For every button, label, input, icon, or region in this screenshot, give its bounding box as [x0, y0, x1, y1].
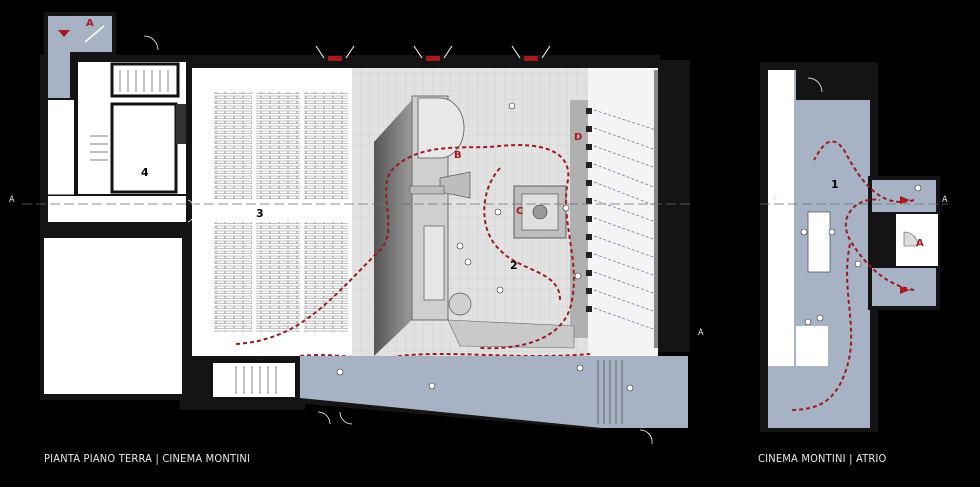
- entrance-red-marker: [58, 30, 70, 37]
- entrance-atrium-fill: [48, 16, 112, 52]
- seating-block-2: [256, 92, 300, 200]
- projection-light-cones: [593, 109, 657, 331]
- seating-block-4: [214, 222, 252, 332]
- room-label-2: 2: [510, 259, 518, 272]
- lower-corridor: [300, 356, 688, 428]
- atrium-plan: [760, 62, 948, 432]
- section-marker-a-right: A: [698, 328, 704, 338]
- ticket-counter: [807, 211, 831, 273]
- feature-label-b: B: [454, 150, 462, 161]
- atrium-section-marker-a-right: A: [942, 195, 948, 205]
- screen-wall: [654, 70, 658, 348]
- object-b-drum: [417, 97, 465, 159]
- seating-block-3: [304, 92, 348, 200]
- seating-block-1: [214, 92, 252, 200]
- atrium-caption: CINEMA MONTINI | ATRIO: [758, 452, 887, 465]
- stair-room-bottom: [211, 361, 297, 399]
- object-b-reel: [448, 292, 472, 316]
- atrium-section-marker-a-left: A: [772, 195, 778, 205]
- seating-block-5: [256, 222, 300, 332]
- feature-label-d: D: [574, 132, 583, 143]
- corridor-left: [48, 196, 186, 222]
- feature-label-c: C: [516, 206, 524, 217]
- main-plan: [22, 12, 692, 445]
- service-room-left: [48, 100, 74, 196]
- room-label-3: 3: [256, 207, 264, 220]
- section-marker-a-left: A: [9, 195, 15, 205]
- feature-label-a-atrium: A: [916, 238, 924, 249]
- top-exit-markers: [328, 56, 538, 61]
- room-label-4: 4: [141, 166, 149, 179]
- main-plan-caption: PIANTA PIANO TERRA | CINEMA MONTINI: [44, 452, 251, 465]
- left-block: [44, 238, 182, 394]
- object-b-shadow: [374, 100, 412, 356]
- feature-label-a: A: [86, 18, 94, 29]
- seating-block-6: [304, 222, 348, 332]
- room-label-1: 1: [831, 178, 839, 191]
